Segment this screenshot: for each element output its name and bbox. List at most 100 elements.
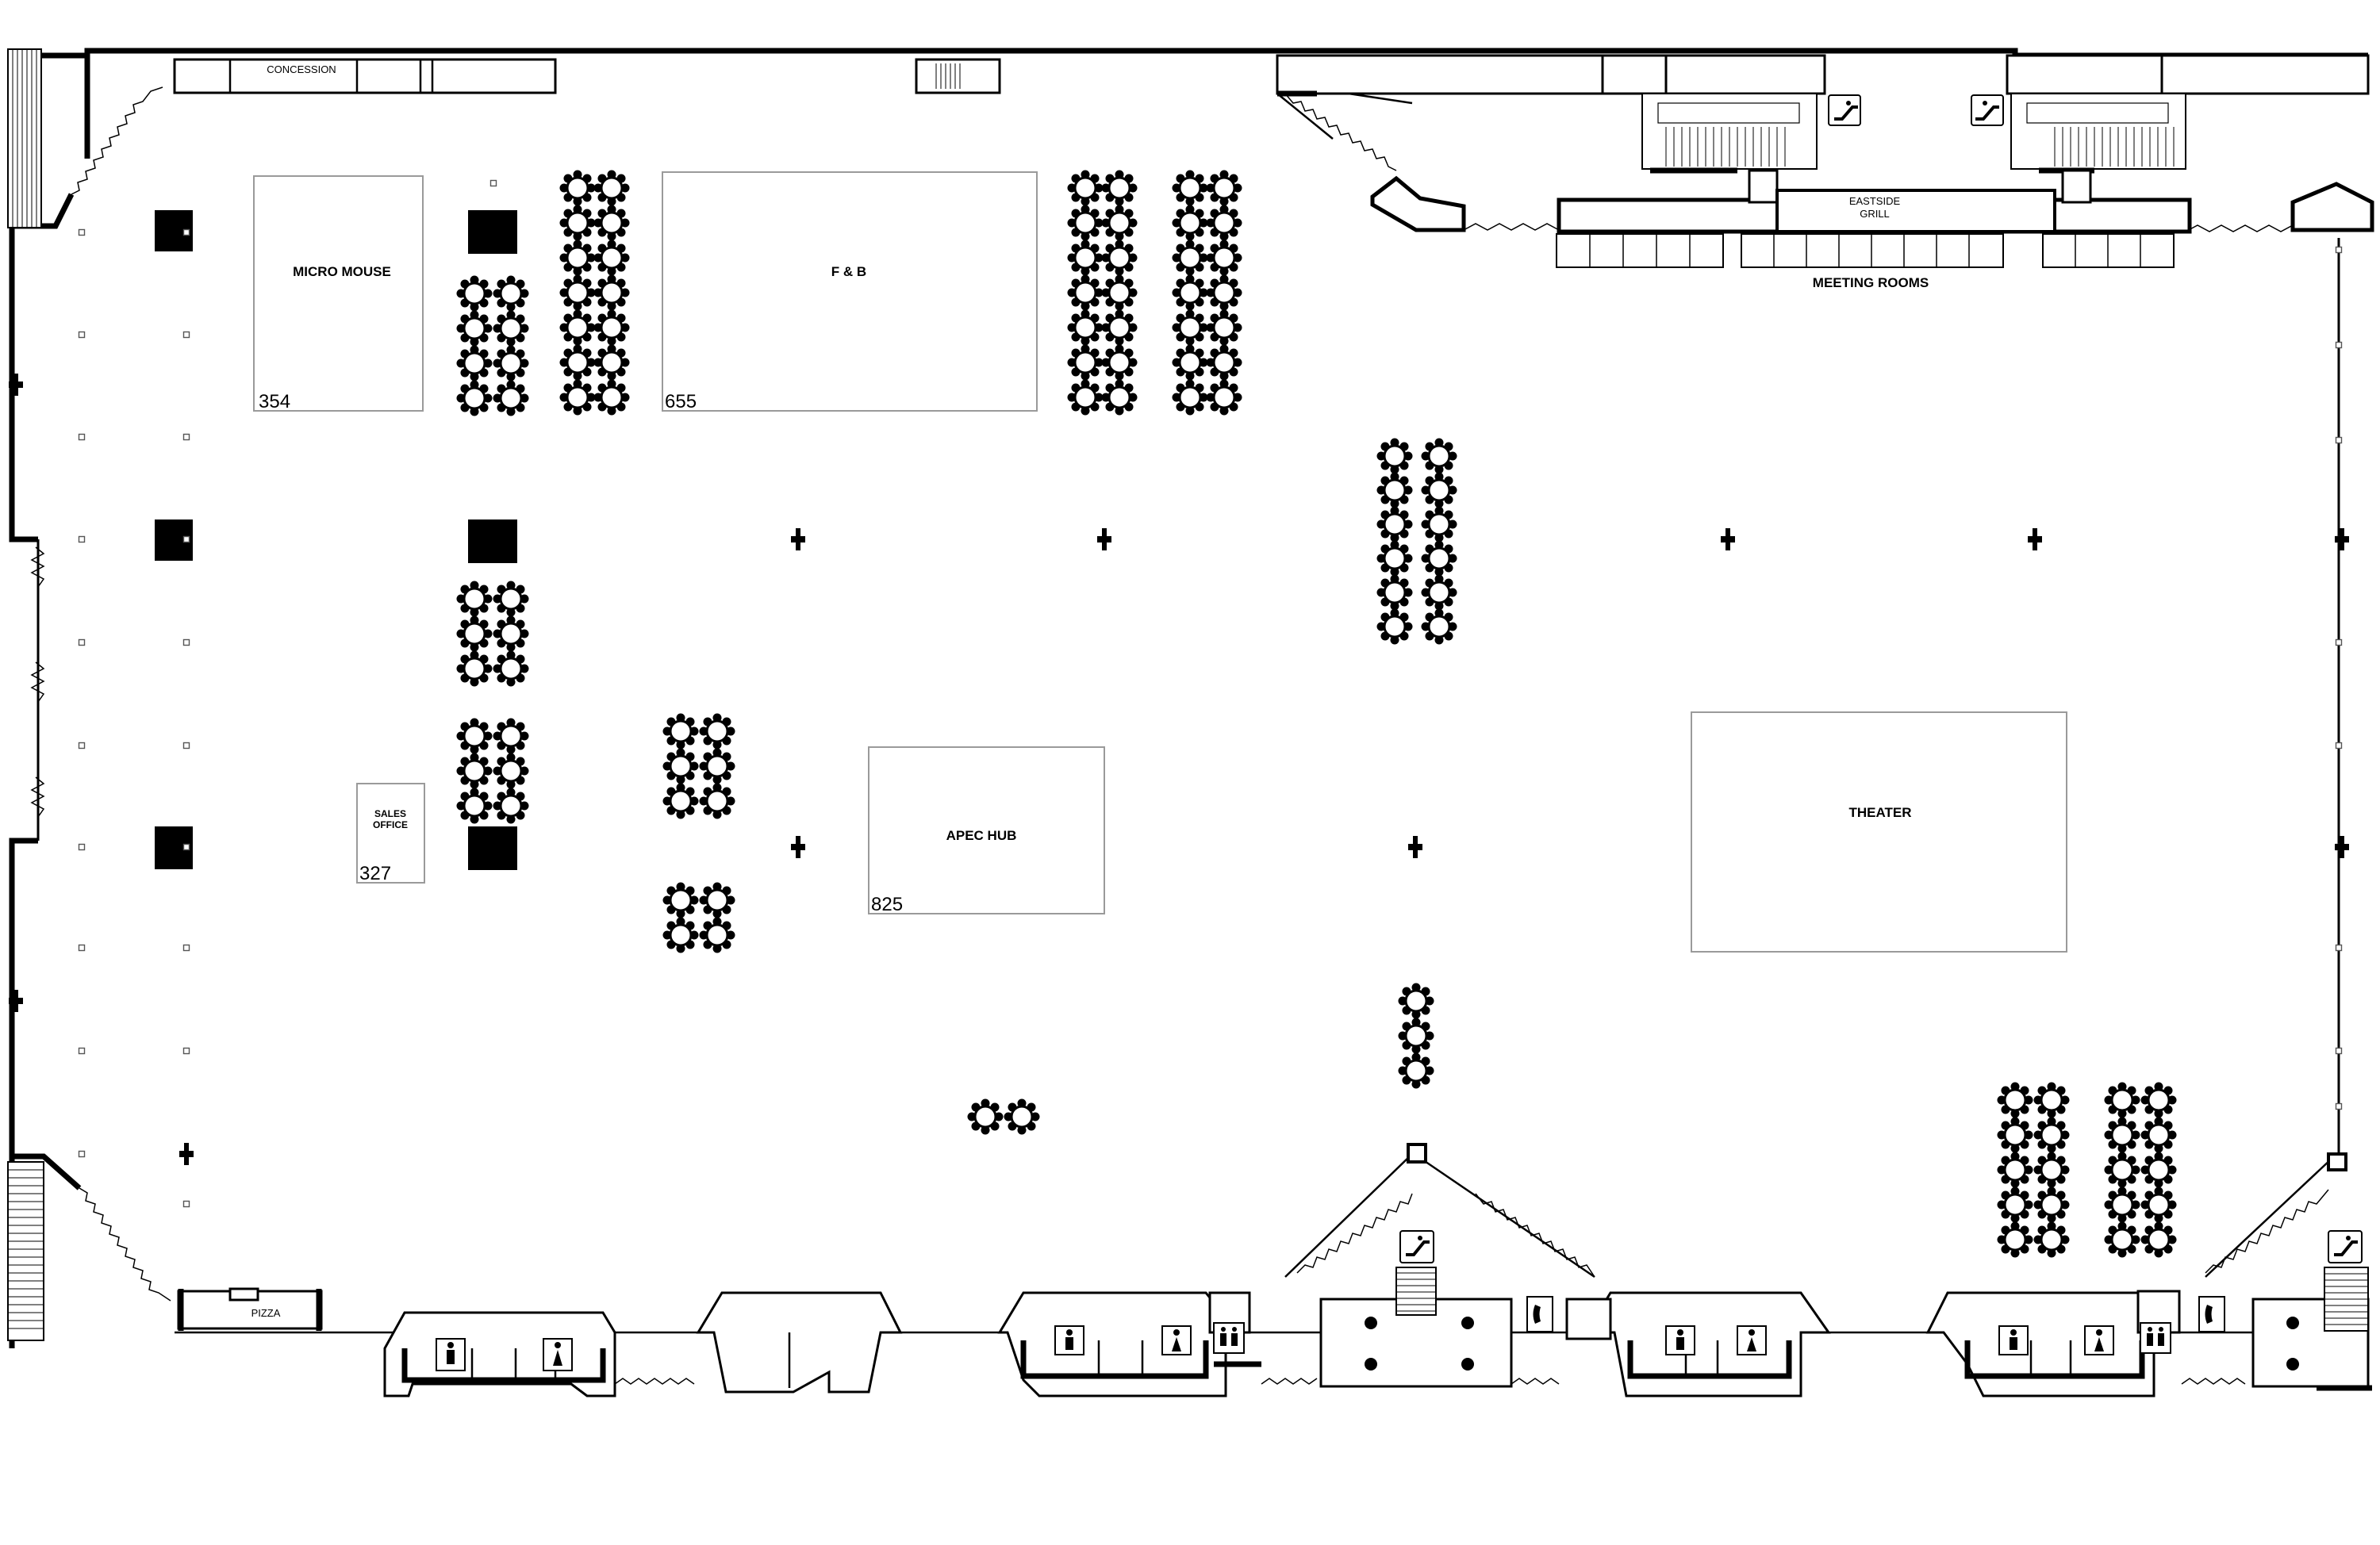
round-table-icon bbox=[2033, 1152, 2070, 1188]
left-wall-lower bbox=[9, 838, 38, 1281]
escalator-icon bbox=[1971, 94, 2004, 126]
round-table-icon bbox=[2104, 1117, 2140, 1153]
round-table-icon bbox=[2140, 1221, 2177, 1258]
bottom-rooms: PIZZA bbox=[177, 1267, 2372, 1397]
booth-label: APEC HUB bbox=[946, 828, 1017, 843]
round-table-icon bbox=[699, 748, 735, 784]
elevator-icon bbox=[1213, 1322, 1245, 1354]
round-table-icon bbox=[1376, 574, 1413, 611]
column-marker bbox=[182, 742, 190, 749]
round-table-icon bbox=[559, 274, 596, 311]
left-corner-bottom bbox=[12, 1153, 82, 1190]
round-table-icon bbox=[1421, 472, 1457, 508]
round-table-icon bbox=[1004, 1098, 1040, 1135]
round-table-icon bbox=[1376, 472, 1413, 508]
round-table-icon bbox=[493, 380, 529, 416]
column-marker bbox=[78, 1150, 86, 1158]
column-marker bbox=[2335, 638, 2343, 646]
cross-columns bbox=[9, 374, 2349, 1165]
round-table-icon bbox=[559, 344, 596, 381]
angled-walls-top-right bbox=[1370, 175, 2374, 232]
column-icon bbox=[2028, 528, 2042, 550]
restroom-icon bbox=[543, 1338, 573, 1371]
round-table-icon bbox=[456, 275, 493, 312]
round-table-icon bbox=[1101, 170, 1138, 206]
column-marker bbox=[182, 535, 190, 543]
left-stairs-top bbox=[7, 48, 42, 228]
column-marker bbox=[182, 228, 190, 236]
booth-apec-hub[interactable]: APEC HUB 825 bbox=[868, 746, 1105, 915]
booth-label: OFFICE bbox=[373, 819, 408, 830]
round-table-icon bbox=[2104, 1187, 2140, 1223]
round-table-icon bbox=[699, 713, 735, 749]
escalator-icon bbox=[1399, 1230, 1434, 1263]
round-table-icon bbox=[493, 615, 529, 652]
restroom-icon bbox=[2084, 1325, 2114, 1355]
booth-sales-office[interactable]: SALES OFFICE 327 bbox=[356, 783, 425, 884]
round-table-icon bbox=[1101, 274, 1138, 311]
round-table-icon bbox=[1172, 344, 1208, 381]
round-table-icon bbox=[493, 753, 529, 789]
round-table-icon bbox=[1997, 1221, 2033, 1258]
column-marker bbox=[182, 638, 190, 646]
round-table-icon bbox=[1206, 170, 1242, 206]
round-table-icon bbox=[456, 615, 493, 652]
left-stairs-bottom bbox=[7, 1161, 44, 1341]
round-table-icon bbox=[493, 345, 529, 381]
round-table-icon bbox=[1206, 205, 1242, 241]
escalators-top bbox=[1641, 93, 2186, 174]
column-marker bbox=[78, 944, 86, 952]
booth-label: MICRO MOUSE bbox=[293, 264, 391, 279]
round-table-icon bbox=[593, 205, 630, 241]
column-marker bbox=[182, 843, 190, 851]
booth-theater[interactable]: THEATER bbox=[1691, 711, 2067, 953]
round-table-icon bbox=[593, 379, 630, 416]
round-table-icon bbox=[1421, 540, 1457, 577]
round-table-icon bbox=[1067, 240, 1104, 276]
column-icon bbox=[9, 990, 23, 1012]
round-table-icon bbox=[2033, 1082, 2070, 1118]
booth-micro-mouse[interactable]: MICRO MOUSE 354 bbox=[253, 175, 424, 412]
column-marker bbox=[182, 944, 190, 952]
round-table-icon bbox=[1067, 344, 1104, 381]
round-table-icon bbox=[1997, 1117, 2033, 1153]
booth-f-and-b[interactable]: F & B 655 bbox=[662, 171, 1038, 412]
meeting-rooms-label: MEETING ROOMS bbox=[1813, 275, 1929, 290]
round-table-icon bbox=[456, 753, 493, 789]
top-rooms: CONCESSION bbox=[173, 54, 2370, 105]
round-table-icon bbox=[2140, 1082, 2177, 1118]
column-marker bbox=[2335, 944, 2343, 952]
round-table-icon bbox=[2140, 1187, 2177, 1223]
round-table-icon bbox=[1067, 309, 1104, 346]
column-icon bbox=[468, 519, 517, 563]
concession-label: CONCESSION bbox=[267, 63, 336, 75]
column-marker bbox=[78, 843, 86, 851]
column-icon bbox=[2335, 836, 2349, 858]
meeting-rooms-block: EASTSIDE GRILL MEETING ROOMS bbox=[1556, 169, 2192, 290]
column-marker bbox=[78, 638, 86, 646]
column-marker bbox=[78, 228, 86, 236]
round-table-icon bbox=[593, 274, 630, 311]
small-column-markers bbox=[78, 179, 2343, 1208]
booth-number: 655 bbox=[665, 391, 697, 412]
restroom-icon bbox=[1998, 1325, 2029, 1355]
round-table-icon bbox=[1101, 379, 1138, 416]
round-table-icon bbox=[2033, 1187, 2070, 1223]
round-table-icon bbox=[2104, 1082, 2140, 1118]
round-table-icon bbox=[2140, 1152, 2177, 1188]
round-table-icon bbox=[1067, 274, 1104, 311]
booth-number: 327 bbox=[359, 863, 391, 884]
round-table-icon bbox=[1997, 1082, 2033, 1118]
round-table-icon bbox=[1376, 506, 1413, 542]
round-table-icon bbox=[1067, 205, 1104, 241]
round-table-icon bbox=[699, 783, 735, 819]
round-table-icon bbox=[559, 205, 596, 241]
round-table-icon bbox=[456, 380, 493, 416]
round-table-icon bbox=[493, 788, 529, 824]
restroom-icon bbox=[1054, 1325, 1084, 1355]
round-table-icon bbox=[1398, 983, 1434, 1019]
round-table-icon bbox=[1997, 1152, 2033, 1188]
round-table-icon bbox=[1376, 540, 1413, 577]
column-marker bbox=[182, 1200, 190, 1208]
booth-number: 825 bbox=[871, 894, 903, 915]
